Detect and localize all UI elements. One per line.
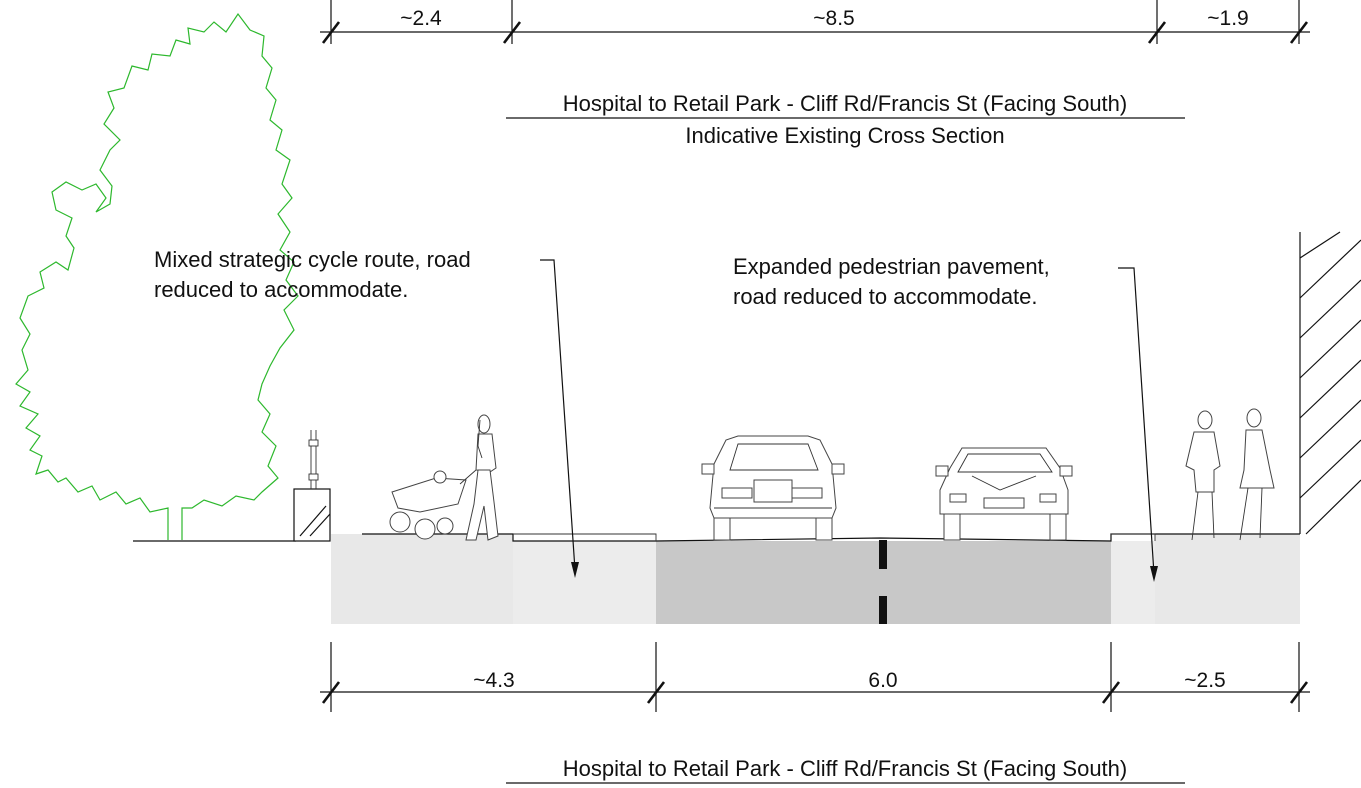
annotation-pavement: Expanded pedestrian pavement, road reduc…: [733, 254, 1158, 582]
centre-line-mark: [879, 540, 887, 569]
proposed-title-block: Hospital to Retail Park - Cliff Rd/Franc…: [506, 756, 1185, 784]
cycle-route-note-line2: reduced to accommodate.: [154, 277, 408, 302]
existing-subtitle: Indicative Existing Cross Section: [685, 123, 1004, 148]
bottom-dim-label-1: ~4.3: [473, 669, 514, 692]
existing-title: Hospital to Retail Park - Cliff Rd/Franc…: [563, 91, 1127, 116]
building-facade: [1299, 231, 1361, 535]
footway-left: [331, 534, 513, 624]
top-dim-label-2: ~8.5: [813, 7, 854, 30]
annotation-cycle-route: Mixed strategic cycle route, road reduce…: [154, 247, 579, 578]
bottom-dim-label-2: 6.0: [868, 669, 897, 692]
centre-line-mark: [879, 596, 887, 624]
car-front-right: [935, 447, 1073, 541]
top-dim-label-3: ~1.9: [1207, 7, 1248, 30]
cycle-route-note-line1: Mixed strategic cycle route, road: [154, 247, 471, 272]
pavement-note-line1: Expanded pedestrian pavement,: [733, 254, 1050, 279]
proposed-title: Hospital to Retail Park - Cliff Rd/Franc…: [563, 756, 1127, 781]
existing-title-block: Hospital to Retail Park - Cliff Rd/Franc…: [506, 91, 1185, 148]
wall-left: [293, 488, 331, 542]
pedestrians-right: [1185, 408, 1275, 541]
cross-section-body: [331, 533, 1300, 624]
pedestrian-with-pushchair: [389, 414, 499, 541]
pavement-extension: [1111, 541, 1155, 624]
bottom-dim-label-3: ~2.5: [1184, 669, 1225, 692]
footway-right: [1155, 534, 1300, 624]
car-rear-left: [701, 435, 845, 541]
top-dimension-line: ~2.4 ~8.5 ~1.9: [320, 0, 1310, 44]
railing-post: [308, 430, 319, 489]
cycle-track: [513, 541, 656, 624]
pavement-note-line2: road reduced to accommodate.: [733, 284, 1038, 309]
top-dim-label-1: ~2.4: [400, 7, 442, 30]
bottom-dimension-line: ~4.3 6.0 ~2.5: [320, 642, 1310, 712]
tree-outline: [15, 12, 299, 540]
